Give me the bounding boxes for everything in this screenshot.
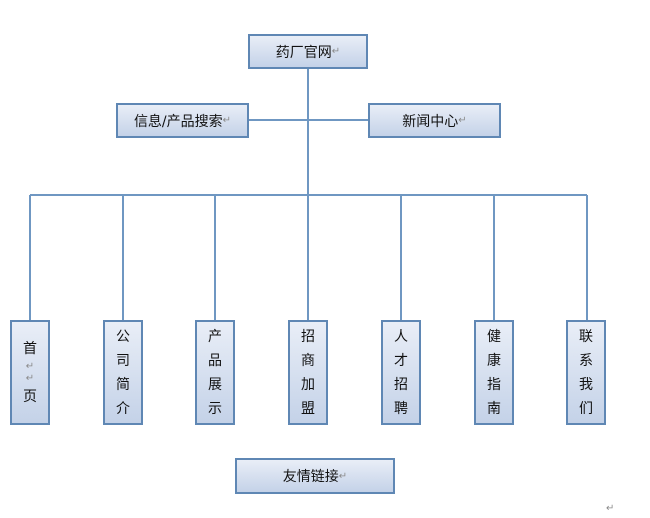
search-node-label: 信息/产品搜索 [133, 113, 223, 130]
section-node-home-char: 页 [23, 388, 37, 405]
section-node-char: 展 [208, 376, 222, 393]
section-node-char: 司 [116, 352, 130, 369]
section-node-char: 招 [301, 328, 315, 345]
section-node-health: 健 康 指 南 [474, 320, 514, 425]
paragraph-mark: ↵ [25, 372, 35, 384]
news-node: 新闻中心↵ [368, 103, 501, 138]
section-node-char: 招 [394, 376, 408, 393]
news-node-label: 新闻中心 [402, 113, 459, 130]
section-node-char: 公 [116, 328, 130, 345]
root-node: 药厂官网↵ [248, 34, 368, 69]
section-node-char: 指 [487, 376, 501, 393]
section-node-char: 系 [579, 352, 593, 369]
section-node-char: 商 [301, 352, 315, 369]
section-node-char: 我 [579, 376, 593, 393]
section-node-char: 健 [487, 328, 501, 345]
root-node-label: 药厂官网 [275, 44, 332, 61]
paragraph-mark: ↵ [606, 503, 615, 514]
section-node-char: 产 [208, 328, 222, 345]
section-node-char: 品 [208, 352, 222, 369]
section-node-char: 盟 [301, 400, 315, 417]
section-node-about: 公 司 简 介 [103, 320, 143, 425]
section-node-char: 介 [116, 400, 130, 417]
section-node-char: 人 [394, 328, 408, 345]
section-node-char: 聘 [394, 400, 408, 417]
search-node: 信息/产品搜索↵ [116, 103, 249, 138]
section-node-char: 简 [116, 376, 130, 393]
section-node-franchise: 招 商 加 盟 [288, 320, 328, 425]
section-node-char: 南 [487, 400, 501, 417]
section-node-char: 们 [579, 400, 593, 417]
paragraph-mark: ↵ [25, 360, 35, 372]
section-node-home-char: 首 [23, 340, 37, 357]
section-node-char: 才 [394, 352, 408, 369]
friendly-links-node: 友情链接↵ [235, 458, 395, 494]
section-node-contact: 联 系 我 们 [566, 320, 606, 425]
section-node-careers: 人 才 招 聘 [381, 320, 421, 425]
section-node-char: 加 [301, 376, 315, 393]
section-node-char: 康 [487, 352, 501, 369]
section-node-char: 联 [579, 328, 593, 345]
section-node-products: 产 品 展 示 [195, 320, 235, 425]
section-node-home: 首 ↵ ↵ 页 [10, 320, 50, 425]
section-node-char: 示 [208, 400, 222, 417]
friendly-links-label: 友情链接 [282, 469, 339, 485]
